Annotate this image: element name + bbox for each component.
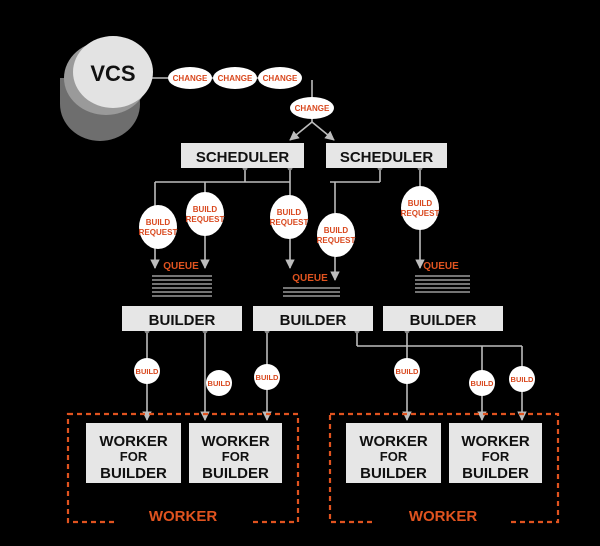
build-bubble: BUILD bbox=[469, 370, 495, 396]
wfb-line2: FOR bbox=[120, 449, 148, 464]
queue-label: QUEUE bbox=[163, 261, 199, 272]
wfb-line3: BUILDER bbox=[360, 465, 427, 482]
build-request-line1: BUILD bbox=[324, 226, 349, 235]
wfb-line2: FOR bbox=[222, 449, 250, 464]
build-request-line1: BUILD bbox=[193, 205, 218, 214]
queue-label: QUEUE bbox=[292, 273, 328, 284]
worker-group-label: WORKER bbox=[149, 508, 217, 525]
build-request-bubble: BUILD REQUEST bbox=[270, 195, 309, 239]
change-label: CHANGE bbox=[295, 104, 330, 113]
queue: QUEUE bbox=[152, 261, 212, 297]
builder-label: BUILDER bbox=[410, 312, 477, 329]
builder-label: BUILDER bbox=[280, 312, 347, 329]
wfb-line3: BUILDER bbox=[100, 465, 167, 482]
worker-for-builder-box: WORKER FOR BUILDER bbox=[449, 423, 542, 483]
build-label: BUILD bbox=[396, 367, 419, 376]
worker-for-builder-box: WORKER FOR BUILDER bbox=[86, 423, 181, 483]
build-label: BUILD bbox=[471, 379, 494, 388]
wfb-line2: FOR bbox=[482, 449, 510, 464]
scheduler-label: SCHEDULER bbox=[340, 149, 434, 166]
scheduler-box: SCHEDULER bbox=[326, 143, 447, 168]
worker-for-builder-box: WORKER FOR BUILDER bbox=[189, 423, 282, 483]
build-bubble: BUILD bbox=[206, 370, 232, 396]
wfb-line1: WORKER bbox=[99, 433, 167, 450]
change-bubble: CHANGE bbox=[168, 67, 212, 89]
wfb-line3: BUILDER bbox=[202, 465, 269, 482]
build-bubble: BUILD bbox=[254, 364, 280, 390]
queue: QUEUE bbox=[415, 261, 470, 293]
change-label: CHANGE bbox=[263, 74, 298, 83]
build-request-line1: BUILD bbox=[277, 208, 302, 217]
queue-label: QUEUE bbox=[423, 261, 459, 272]
build-request-line2: REQUEST bbox=[139, 228, 178, 237]
queue: QUEUE bbox=[283, 273, 340, 297]
build-request-bubble: BUILD REQUEST bbox=[401, 186, 440, 230]
change-label: CHANGE bbox=[173, 74, 208, 83]
worker-for-builder-box: WORKER FOR BUILDER bbox=[346, 423, 441, 483]
build-label: BUILD bbox=[208, 379, 231, 388]
build-label: BUILD bbox=[256, 373, 279, 382]
build-request-line1: BUILD bbox=[146, 218, 171, 227]
change-bubble: CHANGE bbox=[258, 67, 302, 89]
worker-group: WORKER bbox=[328, 412, 560, 526]
scheduler-label: SCHEDULER bbox=[196, 149, 290, 166]
builder-label: BUILDER bbox=[149, 312, 216, 329]
change-label: CHANGE bbox=[218, 74, 253, 83]
scheduler-box: SCHEDULER bbox=[181, 143, 304, 168]
build-request-line2: REQUEST bbox=[317, 236, 356, 245]
builder-box: BUILDER bbox=[253, 306, 373, 331]
build-bubble: BUILD bbox=[394, 358, 420, 384]
wfb-line3: BUILDER bbox=[462, 465, 529, 482]
wfb-line2: FOR bbox=[380, 449, 408, 464]
build-request-line1: BUILD bbox=[408, 199, 433, 208]
build-bubble: BUILD bbox=[134, 358, 160, 384]
build-label: BUILD bbox=[511, 375, 534, 384]
build-request-line2: REQUEST bbox=[270, 218, 309, 227]
change-bubble: CHANGE bbox=[213, 67, 257, 89]
wfb-line1: WORKER bbox=[201, 433, 269, 450]
build-request-line2: REQUEST bbox=[401, 209, 440, 218]
build-label: BUILD bbox=[136, 367, 159, 376]
build-request-bubble: BUILD REQUEST bbox=[186, 192, 225, 236]
builder-box: BUILDER bbox=[122, 306, 242, 331]
build-request-bubble: BUILD REQUEST bbox=[317, 213, 356, 257]
change-bubble: CHANGE bbox=[290, 97, 334, 119]
wfb-line1: WORKER bbox=[359, 433, 427, 450]
vcs-node: VCS bbox=[60, 36, 153, 141]
worker-group: WORKER bbox=[66, 412, 300, 526]
build-bubble: BUILD bbox=[509, 366, 535, 392]
wfb-line1: WORKER bbox=[461, 433, 529, 450]
build-request-line2: REQUEST bbox=[186, 215, 225, 224]
build-request-bubble: BUILD REQUEST bbox=[139, 205, 178, 249]
worker-group-label: WORKER bbox=[409, 508, 477, 525]
builder-box: BUILDER bbox=[383, 306, 503, 331]
vcs-label: VCS bbox=[90, 61, 135, 86]
